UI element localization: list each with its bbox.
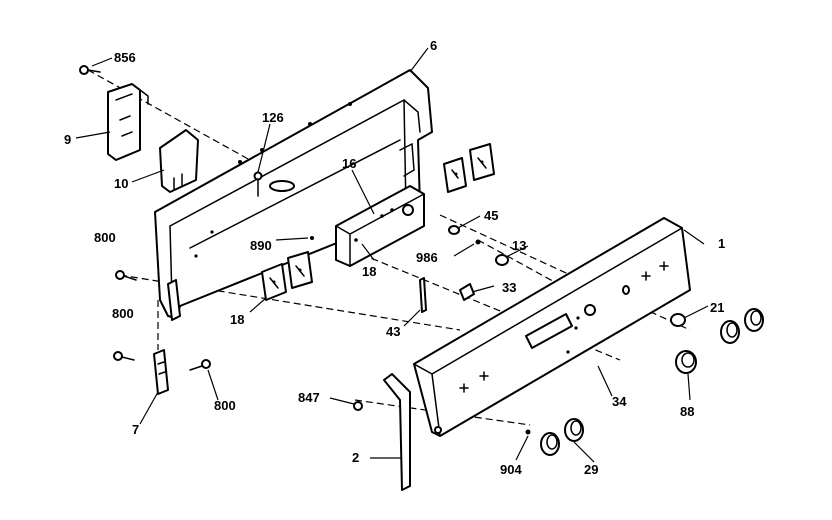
hardware-986: [475, 239, 481, 245]
bracket-10: [159, 129, 199, 193]
fastener-126: [253, 171, 263, 197]
callout-34: 34: [612, 394, 627, 409]
bracket-9: [107, 83, 149, 161]
callout-88: 88: [680, 404, 694, 419]
callout-18-a: 18: [362, 264, 376, 279]
control-panel-1: [413, 217, 691, 437]
screw-800-upper: [115, 270, 137, 281]
clip-33: [459, 283, 475, 301]
screw-856: [79, 65, 101, 75]
screw-800-right: [189, 359, 211, 371]
callout-890: 890: [250, 238, 272, 253]
leader-lines: [75, 47, 709, 463]
callout-126: 126: [262, 110, 284, 125]
callout-29: 29: [584, 462, 598, 477]
callout-904: 904: [500, 462, 522, 477]
callout-856: 856: [114, 50, 136, 65]
screw-847: [353, 401, 363, 411]
knob-pair-right: [720, 308, 764, 344]
bracket-7: [153, 349, 169, 395]
callout-847: 847: [298, 390, 320, 405]
bracket-left-leg: [167, 279, 181, 321]
callout-18-b: 18: [230, 312, 244, 327]
callout-43: 43: [386, 324, 400, 339]
side-trim-2: [383, 373, 411, 491]
callout-10: 10: [114, 176, 128, 191]
callout-2: 2: [352, 450, 359, 465]
backguard-housing-6: [154, 69, 433, 319]
callout-7: 7: [132, 422, 139, 437]
callout-labels: 856 9 10 6 126 16 890 18 45 986 13 33 43…: [64, 38, 725, 477]
callout-13: 13: [512, 238, 526, 253]
callout-6: 6: [430, 38, 437, 53]
callout-45: 45: [484, 208, 498, 223]
screw-904: [525, 429, 531, 435]
callout-16: 16: [342, 156, 356, 171]
screw-800-lower: [113, 351, 135, 361]
knob-insert-13: [495, 254, 509, 266]
callout-986: 986: [416, 250, 438, 265]
knob-cap-21: [670, 313, 686, 327]
screw-890: [310, 236, 314, 240]
switch-pair-18-lower: [261, 251, 313, 301]
callout-800-b: 800: [112, 306, 134, 321]
callout-800-c: 800: [214, 398, 236, 413]
knob-88: [675, 350, 697, 374]
callout-800-a: 800: [94, 230, 116, 245]
callout-9: 9: [64, 132, 71, 147]
hardware-45: [448, 225, 460, 235]
rod-43: [419, 277, 427, 313]
switch-plate-16: [335, 185, 425, 267]
callout-1: 1: [718, 236, 725, 251]
knob-pair-29: [540, 418, 584, 456]
callout-21: 21: [710, 300, 724, 315]
switch-pair-18-upper: [443, 143, 495, 193]
callout-33: 33: [502, 280, 516, 295]
